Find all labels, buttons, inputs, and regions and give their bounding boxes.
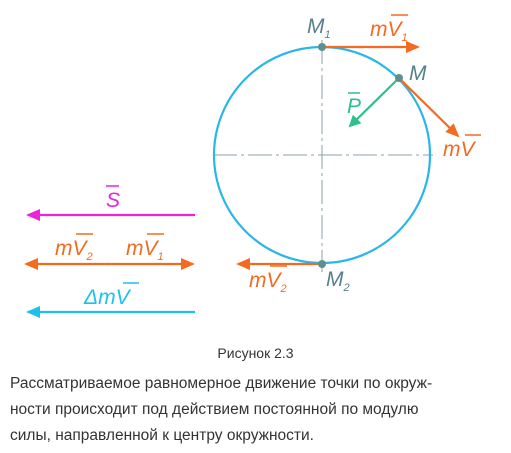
svg-text:mV: mV	[443, 138, 476, 161]
figure-caption: Рисунок 2.3	[217, 345, 294, 361]
label-mv2-bottom: mV2	[249, 265, 287, 295]
delta-mv-vector: ΔmV	[26, 282, 195, 318]
paragraph-line: Рассматриваемое равномерное движение точ…	[10, 375, 433, 392]
velocity-m-arrow	[398, 77, 460, 138]
label-m2: M2	[326, 268, 350, 294]
body-paragraph: Рассматриваемое равномерное движение точ…	[10, 371, 505, 449]
svg-text:S: S	[106, 189, 120, 212]
velocity-sum-vector: mV2 mV1	[24, 233, 195, 270]
svg-text:mV2: mV2	[249, 269, 287, 295]
s-vector: S	[26, 185, 195, 221]
label-m1: M1	[307, 15, 331, 41]
svg-text:ΔmV: ΔmV	[83, 286, 132, 309]
label-m: M	[409, 62, 427, 85]
label-mv: mV	[443, 134, 481, 161]
svg-text:P: P	[347, 95, 361, 118]
point-m1	[318, 43, 326, 51]
paragraph-line: ности происходит под действием постоянно…	[10, 401, 419, 418]
motion-figure: M1 M M2 mV1 mV P mV2 S mV2 mV1 ΔmV	[24, 14, 481, 318]
svg-text:mV2: mV2	[55, 237, 93, 263]
label-force-p: P	[347, 92, 361, 118]
svg-text:mV1: mV1	[126, 237, 164, 263]
point-m	[395, 74, 403, 82]
label-mv1-top: mV1	[370, 14, 408, 44]
point-m2	[318, 260, 326, 268]
force-p-arrow	[348, 77, 400, 128]
svg-text:mV1: mV1	[370, 18, 408, 44]
paragraph-line: силы, направленной к центру окружности.	[10, 427, 314, 444]
